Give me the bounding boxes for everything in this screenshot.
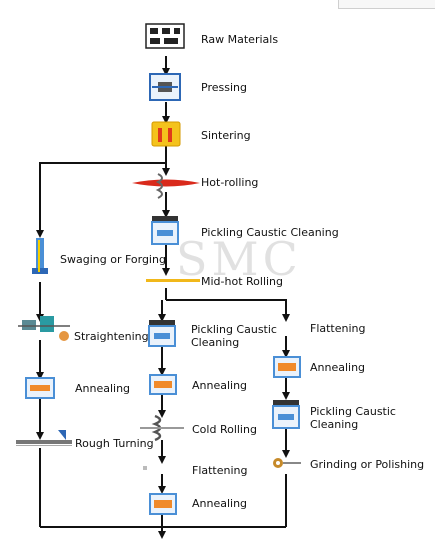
annealing-furnace-icon-bottom [149,493,177,515]
step-sintering: Sintering [201,129,251,142]
step-annealing-left: Annealing [75,382,131,395]
step-cold-rolling: Cold Rolling [192,423,257,436]
straightening-icon [18,316,70,341]
sintering-icon [151,121,181,147]
step-annealing-right: Annealing [310,361,366,374]
swaging-icon [32,238,48,274]
grinding-icon [273,458,301,468]
step-pressing: Pressing [201,81,247,94]
step-mid-hot-rolling: Mid-hot Rolling [201,275,284,288]
step-hot-rolling: Hot-rolling [201,176,259,189]
pickling-furnace-icon-3 [272,400,300,429]
step-flattening-mid: Flattening [192,464,248,477]
step-swaging: Swaging or Forging [60,253,166,266]
step-pickling-2: Pickling Caustic Cleaning [191,323,277,349]
top-tab [338,0,435,9]
pickling-furnace-icon-1 [151,216,179,245]
step-annealing-mid: Annealing [192,379,248,392]
annealing-furnace-icon-mid [149,374,177,395]
cold-rolling-icon [140,414,184,442]
raw-materials-icon [145,23,185,49]
annealing-furnace-icon-right [273,356,301,378]
step-flattening-right: Flattening [310,322,366,335]
annealing-furnace-icon-left [25,377,55,399]
step-pickling-1: Pickling Caustic Cleaning [201,226,339,239]
pressing-icon [149,73,181,101]
step-raw-materials: Raw Materials [201,33,279,46]
watermark: SMC [176,232,302,286]
step-annealing-bottom: Annealing [192,497,248,510]
mid-hot-rolling-icon [146,279,200,282]
step-straightening: Straightening [74,330,149,343]
rough-turning-icon [16,430,72,446]
hot-rolling-icon [132,173,200,199]
step-grinding: Grinding or Polishing [310,458,425,471]
step-pickling-3: Pickling Caustic Cleaning [310,405,396,431]
flattening-icon-mid [143,466,147,470]
pickling-furnace-icon-2 [148,320,176,347]
step-rough-turning: Rough Turning [75,437,154,450]
